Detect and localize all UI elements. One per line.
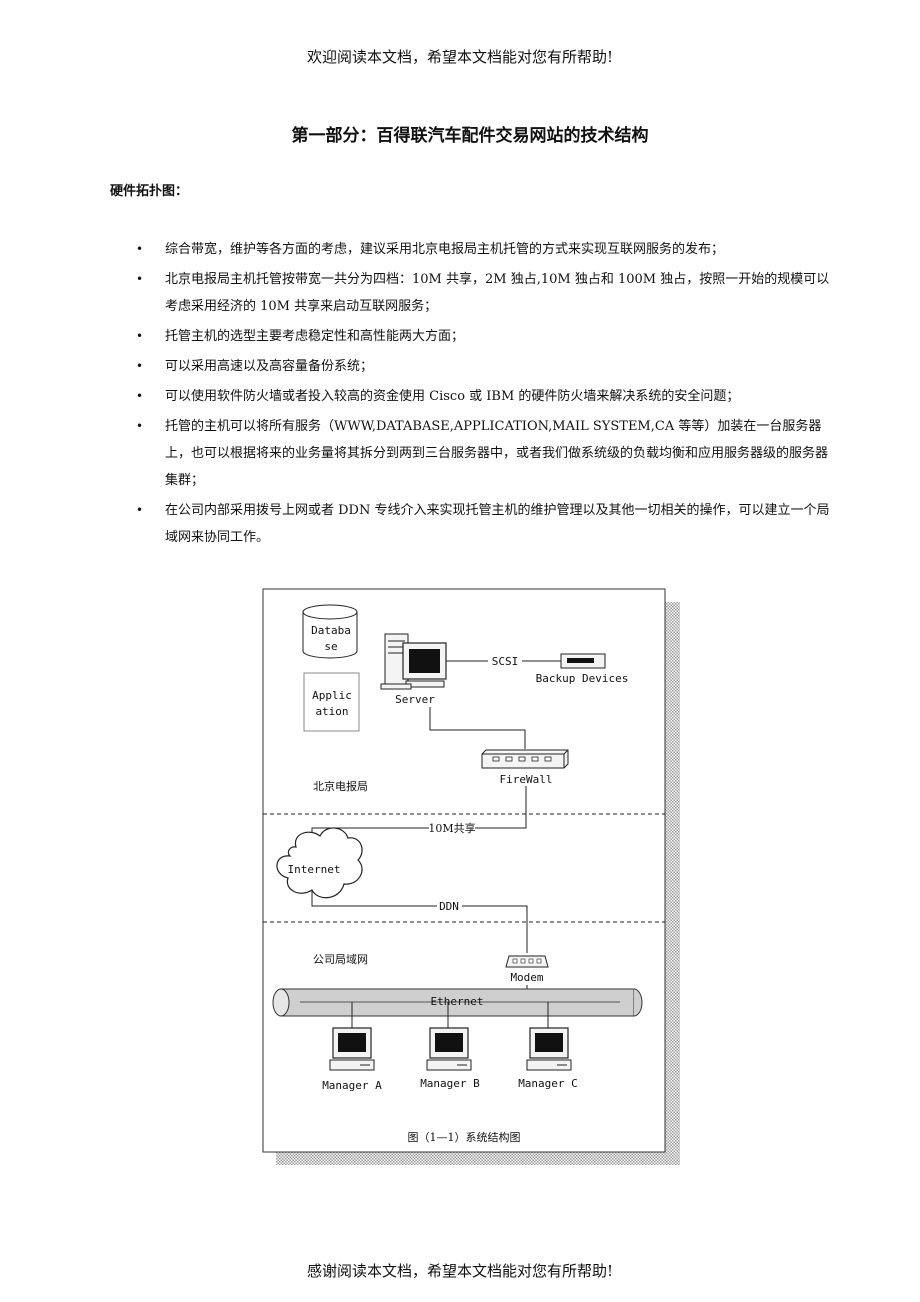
backup-device-icon <box>560 653 606 669</box>
manager-b-computer-icon <box>426 1027 472 1071</box>
manager-a-label: Manager A <box>322 1079 382 1092</box>
server-firewall-link <box>429 707 526 749</box>
ethernet-bus <box>272 988 643 1017</box>
diagram-caption: 图（1—1）系统结构图 <box>408 1130 521 1144</box>
ddn-link <box>311 890 437 907</box>
database-label: Databa <box>311 624 351 637</box>
bullet-item: 托管的主机可以将所有服务（WWW,DATABASE,APPLICATION,MA… <box>134 413 834 494</box>
bullet-item: 可以使用软件防火墙或者投入较高的资金使用 Cisco 或 IBM 的硬件防火墙来… <box>134 383 834 410</box>
ddn-label: DDN <box>439 900 459 913</box>
database-icon <box>302 604 358 659</box>
manager-c-computer-icon <box>526 1027 572 1071</box>
page-title: 第一部分：百得联汽车配件交易网站的技术结构 <box>291 126 649 146</box>
manager-b-label: Manager B <box>420 1077 480 1090</box>
bullet-item: 在公司内部采用拨号上网或者 DDN 专线介入来实现托管主机的维护管理以及其他一切… <box>134 497 834 551</box>
internet-cloud-icon <box>276 827 363 899</box>
bullet-list: 综合带宽，维护等各方面的考虑，建议采用北京电报局主机托管的方式来实现互联网服务的… <box>134 236 834 554</box>
page-footer: 感谢阅读本文档，希望本文档能对您有所帮助! <box>306 1262 614 1280</box>
bullet-item: 北京电报局主机托管按带宽一共分为四档：10M 共享，2M 独占,10M 独占和 … <box>134 266 834 320</box>
application-label: Applic <box>312 689 352 702</box>
server-icon <box>380 633 447 690</box>
zone-label-company: 公司局域网 <box>313 953 368 966</box>
ethernet-label: Ethernet <box>431 995 484 1008</box>
bullet-item: 综合带宽，维护等各方面的考虑，建议采用北京电报局主机托管的方式来实现互联网服务的… <box>134 236 834 263</box>
backup-label: Backup Devices <box>536 672 629 685</box>
firewall-icon <box>481 749 569 769</box>
ddn-link <box>462 905 528 953</box>
application-box <box>303 672 360 732</box>
bullet-item: 可以采用高速以及高容量备份系统； <box>134 353 834 380</box>
manager-c-label: Manager C <box>518 1077 578 1090</box>
modem-icon <box>505 955 549 968</box>
manager-a-computer-icon <box>329 1027 375 1071</box>
zone-label-beijing: 北京电报局 <box>313 779 368 793</box>
page-header: 欢迎阅读本文档，希望本文档能对您有所帮助! <box>306 48 614 66</box>
server-label: Server <box>395 693 435 706</box>
modem-label: Modem <box>510 971 543 984</box>
section-subheading: 硬件拓扑图： <box>110 184 189 199</box>
bullet-item: 托管主机的选型主要考虑稳定性和高性能两大方面； <box>134 323 834 350</box>
link-label-10m: 10M共享 <box>428 821 475 835</box>
internet-link-10m <box>475 786 527 829</box>
database-label: se <box>324 640 337 653</box>
application-label: ation <box>315 705 348 718</box>
internet-label: Internet <box>288 863 341 876</box>
firewall-label: FireWall <box>500 773 553 786</box>
scsi-label: SCSI <box>492 655 519 668</box>
